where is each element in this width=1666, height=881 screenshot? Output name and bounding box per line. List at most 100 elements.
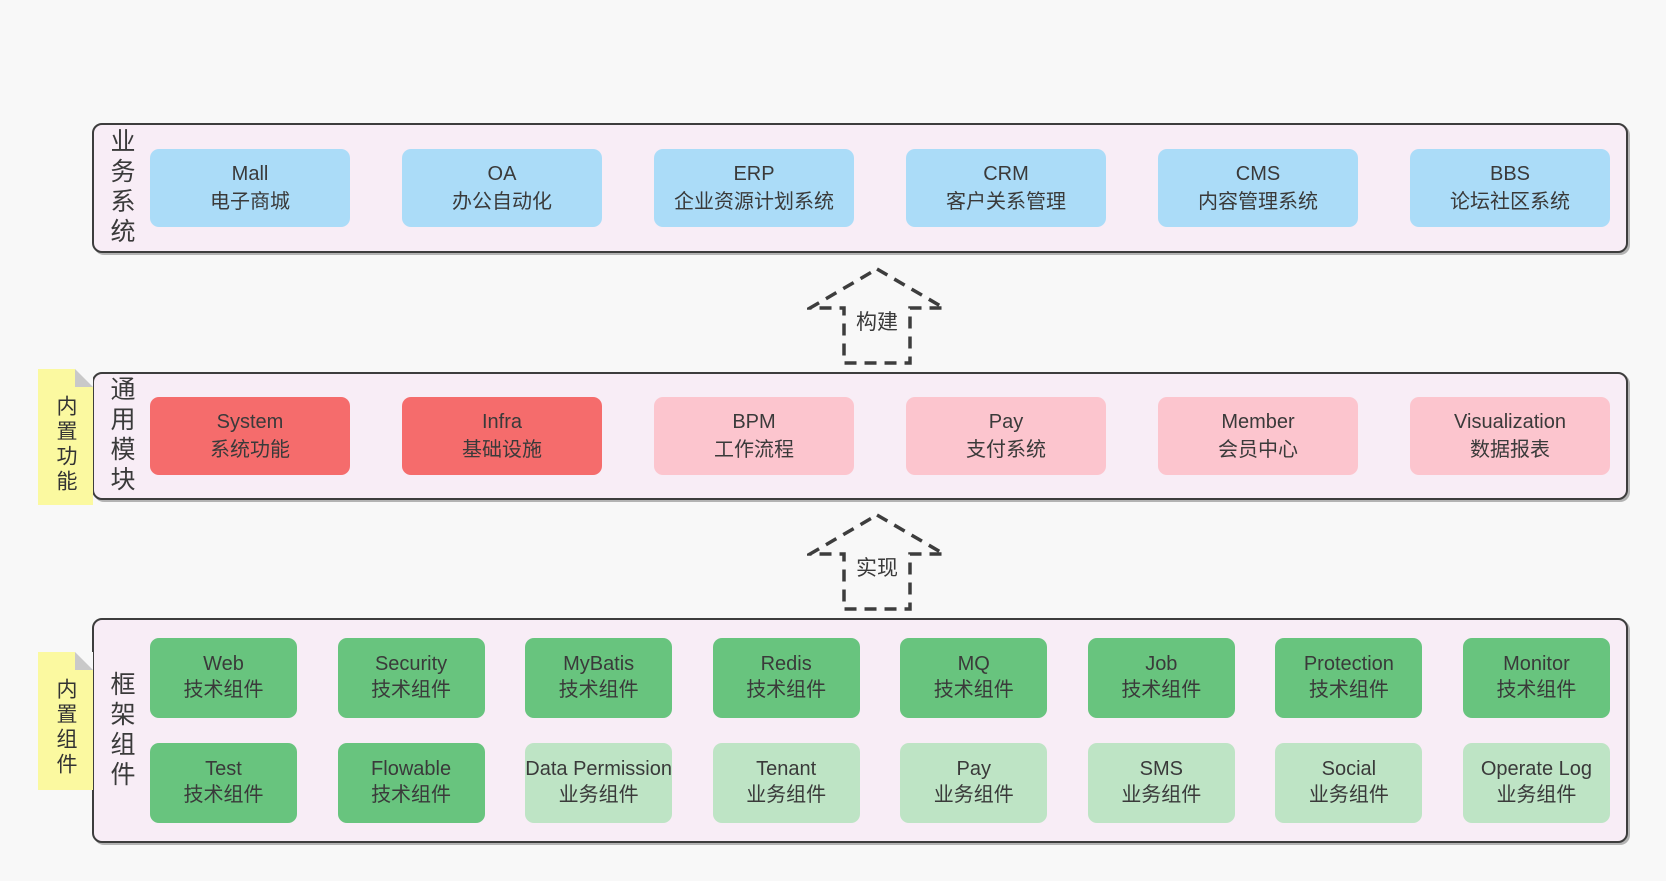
layer-business-systems: 业务系统 Mall 电子商城 OA 办公自动化 ERP 企业资源计划系统 CRM… <box>92 123 1628 253</box>
box-title: Operate Log <box>1480 758 1593 781</box>
box-crm: CRM 客户关系管理 <box>906 149 1106 227</box>
box-subtitle: 基础设施 <box>462 439 542 461</box>
layer-common-modules: 通用模块 System 系统功能 Infra 基础设施 BPM 工作流程 Pay… <box>92 372 1628 500</box>
dashed-up-arrow-icon <box>807 266 947 365</box>
box-monitor: Monitor 技术组件 <box>1462 638 1610 718</box>
arrow-build: 构建 <box>807 266 947 366</box>
box-pay-module: Pay 支付系统 <box>906 397 1106 475</box>
box-sms: SMS 业务组件 <box>1087 743 1235 823</box>
box-row: Test 技术组件 Flowable 技术组件 Data Permission … <box>150 743 1610 823</box>
note-builtin-components: 内置组件 <box>38 652 93 790</box>
folded-corner-icon <box>75 369 93 387</box>
layer-label: 框架组件 <box>107 670 135 791</box>
box-system: System 系统功能 <box>150 397 350 475</box>
box-subtitle: 技术组件 <box>371 784 452 806</box>
box-subtitle: 数据报表 <box>1470 439 1550 461</box>
box-subtitle: 业务组件 <box>1121 784 1202 806</box>
note-text: 内置功能 <box>54 395 77 495</box>
layer-label: 通用模块 <box>107 376 135 496</box>
box-subtitle: 业务组件 <box>933 784 1014 806</box>
layer-content: System 系统功能 Infra 基础设施 BPM 工作流程 Pay 支付系统… <box>150 397 1610 475</box>
box-test: Test 技术组件 <box>150 743 297 823</box>
box-title: ERP <box>733 162 775 185</box>
box-title: Job <box>1145 653 1178 676</box>
box-row: Web 技术组件 Security 技术组件 MyBatis 技术组件 Redi… <box>150 638 1610 718</box>
arrow-label: 构建 <box>853 306 901 336</box>
layer-content: Web 技术组件 Security 技术组件 MyBatis 技术组件 Redi… <box>150 638 1610 823</box>
folded-corner-icon <box>75 652 93 670</box>
box-subtitle: 论坛社区系统 <box>1450 191 1570 213</box>
box-title: Redis <box>760 653 812 676</box>
box-subtitle: 业务组件 <box>1496 784 1577 806</box>
box-title: BPM <box>732 410 776 433</box>
box-title: Monitor <box>1503 653 1570 676</box>
box-subtitle: 会员中心 <box>1218 439 1298 461</box>
box-subtitle: 系统功能 <box>210 439 290 461</box>
box-mq: MQ 技术组件 <box>900 638 1048 718</box>
box-cms: CMS 内容管理系统 <box>1158 149 1358 227</box>
box-protection: Protection 技术组件 <box>1275 638 1423 718</box>
layer-framework-components: 框架组件 Web 技术组件 Security 技术组件 MyBatis 技术组件… <box>92 618 1628 843</box>
box-subtitle: 企业资源计划系统 <box>674 191 834 213</box>
box-title: Data Permission <box>525 758 672 781</box>
box-bbs: BBS 论坛社区系统 <box>1410 149 1610 227</box>
box-subtitle: 技术组件 <box>371 679 452 701</box>
box-title: Security <box>374 653 448 676</box>
box-title: CRM <box>983 162 1029 185</box>
box-subtitle: 技术组件 <box>183 784 264 806</box>
box-subtitle: 技术组件 <box>183 679 264 701</box>
box-oa: OA 办公自动化 <box>402 149 602 227</box>
box-web: Web 技术组件 <box>150 638 297 718</box>
layer-content: Mall 电子商城 OA 办公自动化 ERP 企业资源计划系统 CRM 客户关系… <box>150 149 1610 227</box>
box-title: Tenant <box>756 758 817 781</box>
box-tenant: Tenant 业务组件 <box>712 743 860 823</box>
box-subtitle: 技术组件 <box>558 679 639 701</box>
box-flowable: Flowable 技术组件 <box>337 743 485 823</box>
box-subtitle: 工作流程 <box>714 439 794 461</box>
box-title: Pay <box>956 758 991 781</box>
box-title: Infra <box>481 410 523 433</box>
box-bpm: BPM 工作流程 <box>654 397 854 475</box>
box-member: Member 会员中心 <box>1158 397 1358 475</box>
box-erp: ERP 企业资源计划系统 <box>654 149 854 227</box>
arrow-implement: 实现 <box>807 512 947 612</box>
box-mybatis: MyBatis 技术组件 <box>525 638 673 718</box>
box-title: SMS <box>1139 758 1183 781</box>
box-row: Mall 电子商城 OA 办公自动化 ERP 企业资源计划系统 CRM 客户关系… <box>150 149 1610 227</box>
box-title: Web <box>203 653 244 676</box>
box-redis: Redis 技术组件 <box>712 638 860 718</box>
box-title: CMS <box>1235 162 1281 185</box>
box-visualization: Visualization 数据报表 <box>1410 397 1610 475</box>
note-builtin-features: 内置功能 <box>38 369 93 505</box>
box-data-permission: Data Permission 业务组件 <box>525 743 673 823</box>
box-subtitle: 技术组件 <box>933 679 1014 701</box>
note-text: 内置组件 <box>54 678 77 778</box>
box-title: Flowable <box>371 758 452 781</box>
box-title: Pay <box>988 410 1024 433</box>
box-title: MQ <box>957 653 990 676</box>
box-subtitle: 技术组件 <box>746 679 827 701</box>
box-row: System 系统功能 Infra 基础设施 BPM 工作流程 Pay 支付系统… <box>150 397 1610 475</box>
box-subtitle: 办公自动化 <box>452 191 552 213</box>
box-job: Job 技术组件 <box>1087 638 1235 718</box>
box-title: Mall <box>231 162 269 185</box>
box-infra: Infra 基础设施 <box>402 397 602 475</box>
box-title: MyBatis <box>563 653 635 676</box>
box-title: Protection <box>1303 653 1394 676</box>
arrow-label: 实现 <box>853 552 901 582</box>
box-title: OA <box>487 162 517 185</box>
box-social: Social 业务组件 <box>1275 743 1423 823</box>
layer-label: 业务系统 <box>107 128 135 248</box>
box-subtitle: 业务组件 <box>1308 784 1389 806</box>
box-title: Visualization <box>1454 410 1566 433</box>
box-subtitle: 客户关系管理 <box>946 191 1066 213</box>
box-subtitle: 技术组件 <box>1121 679 1202 701</box>
box-title: Social <box>1321 758 1377 781</box>
box-pay-component: Pay 业务组件 <box>900 743 1048 823</box>
box-subtitle: 业务组件 <box>558 784 639 806</box>
box-subtitle: 电子商城 <box>210 191 290 213</box>
box-title: Member <box>1221 410 1295 433</box>
box-title: Test <box>205 758 242 781</box>
box-subtitle: 支付系统 <box>966 439 1046 461</box>
